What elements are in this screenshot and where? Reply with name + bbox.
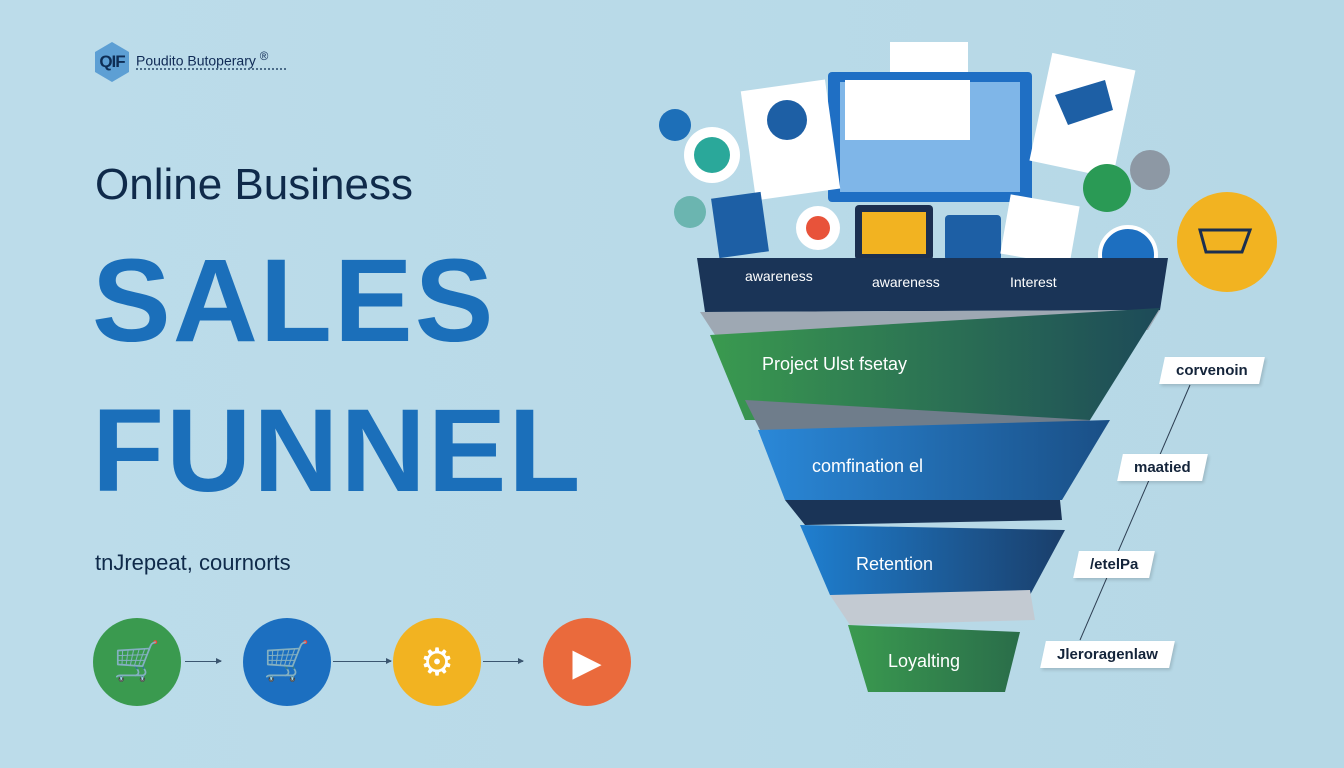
funnel-band-stage-3 — [800, 525, 1065, 595]
card-icon — [711, 191, 769, 259]
side-label: maatied — [1117, 454, 1208, 481]
shopping-cart-icon: 🛒 — [93, 618, 181, 706]
side-label-text: /etelPa — [1090, 556, 1139, 573]
profile-card-icon — [740, 79, 841, 201]
tagline: tnJrepeat, cournorts — [95, 550, 291, 575]
registered-mark: ® — [259, 50, 269, 63]
brand-subline — [136, 68, 286, 72]
arrow — [483, 658, 524, 664]
video-play-icon: ▶ — [543, 618, 631, 706]
funnel-stage-label: Retention — [856, 554, 934, 574]
funnel-band-stage-2 — [758, 420, 1110, 500]
side-label: /etelPa — [1073, 551, 1156, 578]
headline-online-business: Online Business — [95, 160, 413, 209]
side-label-text: corvenoin — [1176, 362, 1248, 379]
funnel-stage-label: Loyalting — [888, 651, 961, 671]
funnel-band-awareness — [697, 258, 1168, 312]
funnel-stage-label: Project Ulst fsetay — [762, 354, 908, 374]
gear-icon — [1083, 164, 1131, 212]
connector-line — [1079, 384, 1191, 641]
funnel-top-label: Interest — [1010, 274, 1057, 290]
side-label-text: maatied — [1134, 459, 1191, 476]
marketing-icons-cluster — [659, 42, 1277, 292]
side-label: Jleroragenlaw — [1040, 641, 1175, 668]
arrow — [333, 658, 392, 664]
headline-sales: SALES — [92, 235, 496, 367]
arrow — [185, 658, 222, 664]
funnel-band-stage-4 — [848, 625, 1020, 692]
funnel-stage-label: comfination el — [812, 456, 924, 476]
gear-icon: ⚙ — [393, 618, 481, 706]
chat-bubble-icon — [659, 109, 691, 141]
brand-name-text: Poudito Butoperary — [136, 52, 256, 69]
cart-growth-icon — [1177, 192, 1277, 292]
funnel-top-label: awareness — [872, 274, 940, 290]
bag-icon — [945, 215, 1001, 261]
side-label: corvenoin — [1159, 357, 1265, 384]
document-icon — [1000, 194, 1080, 266]
shopping-cart-icon: 🛒 — [243, 618, 331, 706]
headline-funnel: FUNNEL — [92, 385, 583, 517]
funnel-top-label: awareness — [745, 268, 813, 284]
side-label-text: Jleroragenlaw — [1057, 646, 1158, 663]
brand-name: Poudito Butoperary ® — [136, 50, 268, 69]
funnel-band-stage-1 — [710, 308, 1160, 420]
